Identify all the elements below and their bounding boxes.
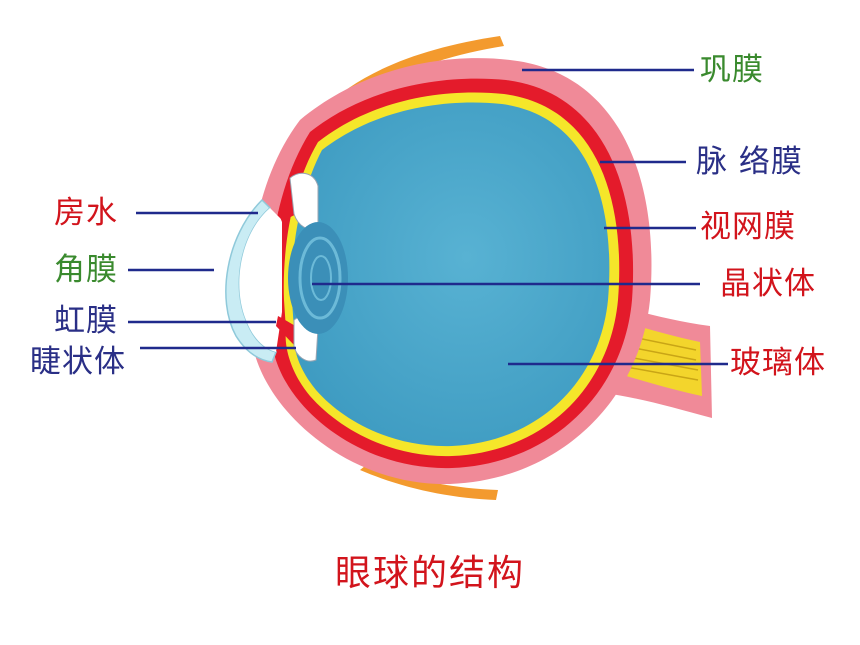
lower-eyelid (360, 462, 498, 500)
lens-inner (298, 236, 342, 320)
label-sclera: 巩膜 (700, 52, 764, 88)
label-vitreous-body: 玻璃体 (730, 345, 826, 381)
label-cornea: 角膜 (54, 252, 118, 288)
label-retina: 视网膜 (700, 209, 796, 245)
label-lens: 晶状体 (720, 266, 816, 302)
label-ciliary-body: 睫状体 (30, 344, 126, 380)
lens-core (310, 255, 332, 301)
label-aqueous-humor: 房水 (54, 195, 118, 231)
anterior-chamber (239, 208, 282, 352)
label-iris: 虹膜 (54, 303, 118, 339)
vitreous-body (291, 102, 610, 447)
label-choroid: 脉 络膜 (696, 144, 803, 180)
diagram-caption: 眼球的结构 (334, 553, 525, 594)
